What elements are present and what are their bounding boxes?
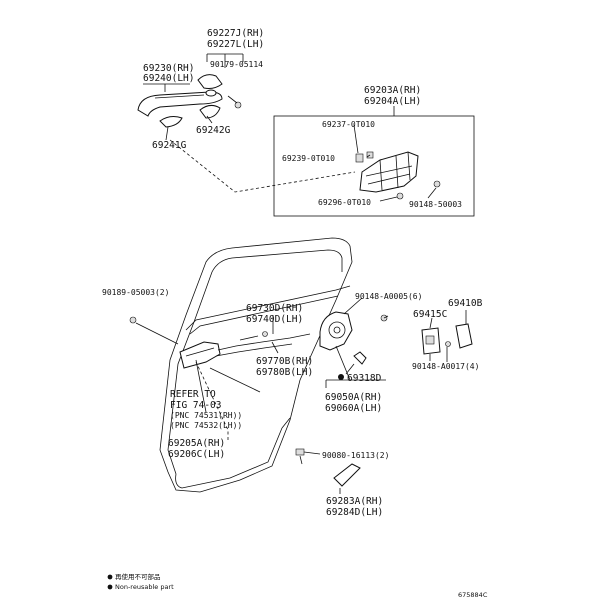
label-69296: 69296-0T010 bbox=[318, 198, 371, 207]
bolt-69296-icon bbox=[396, 192, 404, 200]
label-69206c-lh: 69206C(LH) bbox=[168, 449, 225, 460]
bolt-90080-icon bbox=[295, 448, 305, 456]
outside-handle-group bbox=[137, 53, 356, 193]
label-69284d-lh: 69284D(LH) bbox=[326, 507, 383, 518]
legend-marker-icon bbox=[107, 584, 113, 590]
label-69740d-lh: 69740D(LH) bbox=[246, 314, 303, 325]
label-90148-50003: 90148-50003 bbox=[409, 200, 462, 209]
label-69205a-rh: 69205A(RH) bbox=[168, 438, 225, 449]
refer-line-2: FIG 74-03 bbox=[170, 400, 221, 411]
handle-pad-shape bbox=[159, 116, 183, 128]
screw-90148-50003-icon bbox=[433, 180, 441, 188]
label-69415c: 69415C bbox=[413, 309, 447, 320]
label-69318d: 69318D bbox=[347, 373, 382, 384]
label-69780b-lh: 69780B(LH) bbox=[256, 367, 313, 378]
refer-line-1: REFER TO bbox=[170, 389, 216, 400]
label-69242g: 69242G bbox=[196, 125, 231, 136]
label-69240-lh: 69240(LH) bbox=[143, 73, 194, 84]
legend-jp: 再使用不可部品 bbox=[115, 572, 161, 581]
refer-line-3: (PNC 74531(RH)) bbox=[170, 411, 242, 420]
legend: 再使用不可部品 Non-reusable part bbox=[107, 572, 174, 591]
label-69230-rh: 69230(RH) bbox=[143, 63, 194, 74]
label-69227j-rh: 69227J(RH) bbox=[207, 28, 264, 39]
door-outline-group bbox=[159, 237, 353, 493]
label-90148-a0005: 90148-A0005(6) bbox=[355, 292, 422, 301]
label-69227l-lh: 69227L(LH) bbox=[207, 39, 264, 50]
leader-lines bbox=[135, 297, 389, 455]
label-69060a-lh: 69060A(LH) bbox=[325, 403, 382, 414]
weatherstrip-69283a-shape bbox=[333, 463, 361, 487]
label-69204a-lh: 69204A(LH) bbox=[364, 96, 421, 107]
handle-frame-shape bbox=[197, 74, 223, 89]
label-69410b: 69410B bbox=[448, 298, 483, 309]
clip-69237-icon bbox=[355, 153, 364, 163]
label-69203a-rh: 69203A(RH) bbox=[364, 85, 421, 96]
non-reusable-marker-icon bbox=[338, 374, 344, 380]
cable-clip-icon bbox=[262, 331, 268, 337]
label-69050a-rh: 69050A(RH) bbox=[325, 392, 382, 403]
escutcheon-shape bbox=[199, 104, 221, 119]
door-lock-group bbox=[319, 311, 388, 365]
legend-en: Non-reusable part bbox=[115, 583, 174, 591]
label-69283a-rh: 69283A(RH) bbox=[326, 496, 383, 507]
striker-group bbox=[421, 310, 473, 362]
label-90189: 90189-05003(2) bbox=[102, 288, 169, 297]
screw-90148-a0017-icon bbox=[445, 341, 451, 347]
label-90080: 90080-16113(2) bbox=[322, 451, 389, 460]
label-69237: 69237-0T010 bbox=[322, 120, 375, 129]
label-69730d-rh: 69730D(RH) bbox=[246, 303, 303, 314]
clip-90189-icon bbox=[129, 316, 137, 324]
label-69770b-rh: 69770B(RH) bbox=[256, 356, 313, 367]
lock-rod-group bbox=[129, 316, 311, 369]
striker-69410b-shape bbox=[455, 323, 473, 349]
damper-69318d-shape bbox=[353, 351, 367, 365]
legend-marker-icon bbox=[107, 574, 113, 580]
inside-frame-group bbox=[353, 124, 441, 202]
bolt-90080-group bbox=[295, 448, 305, 465]
label-90179: 90179-05114 bbox=[210, 60, 263, 69]
screw-90179-icon bbox=[234, 101, 242, 109]
figure-code: 675884C bbox=[458, 591, 488, 599]
label-69241g: 69241G bbox=[152, 140, 187, 151]
refer-line-4: (PNC 74532(LH)) bbox=[170, 421, 242, 430]
inside-frame-box bbox=[273, 115, 475, 217]
label-90148-a0017: 90148-A0017(4) bbox=[412, 362, 479, 371]
label-69239: 69239-0T010 bbox=[282, 154, 335, 163]
